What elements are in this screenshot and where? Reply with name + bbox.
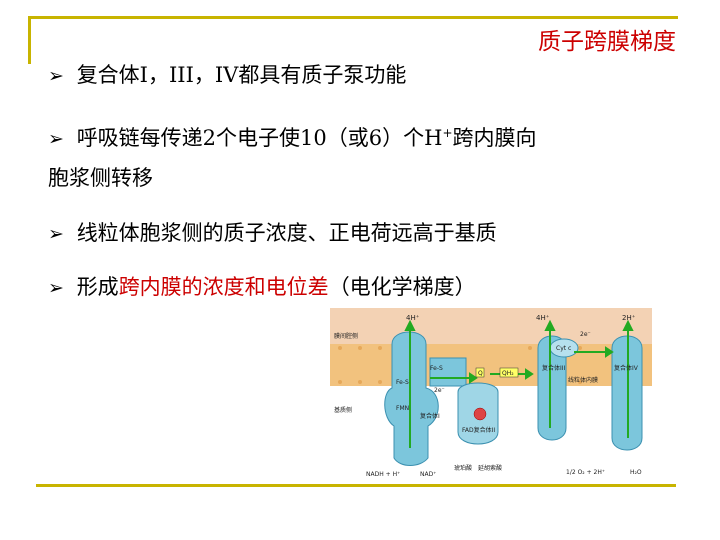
inner-membrane xyxy=(330,344,652,386)
fig-label-h2o: H₂O xyxy=(630,469,642,476)
fig-label-succ: 琥珀酸 xyxy=(454,464,472,472)
fig-label-q: Q xyxy=(478,370,483,377)
bullet-arrow-icon: ➢ xyxy=(48,277,64,299)
fig-label-h2: 2H⁺ xyxy=(622,314,636,322)
fig-label-cplx2: FAD复合体II xyxy=(462,426,495,434)
quinol-box xyxy=(499,367,519,378)
bullet-arrow-icon: ➢ xyxy=(48,223,64,245)
fig-label-cplx3: 复合体III xyxy=(542,364,566,372)
quinone-box xyxy=(475,367,485,378)
bullet-arrow-icon: ➢ xyxy=(48,128,64,150)
page-title: 质子跨膜梯度 xyxy=(538,29,676,55)
bullet-4: ➢ 形成跨内膜的浓度和电位差（电化学梯度） xyxy=(48,270,476,305)
fig-label-cplx4: 复合体IV xyxy=(614,364,639,372)
fig-label-o2: 1/2 O₂ + 2H⁺ xyxy=(566,469,605,476)
complex-1-arm xyxy=(429,357,467,387)
fig-label-nad: NAD⁺ xyxy=(420,471,436,478)
fig-label-side-m: 基质侧 xyxy=(334,406,352,414)
bullet-2-sup: + xyxy=(442,126,453,140)
bullet-1-text: 复合体I，III，IV都具有质子泵功能 xyxy=(76,63,407,87)
fig-label-nadh: NADH + H⁺ xyxy=(366,471,400,478)
bullet-2-text-post: 跨内膜向 xyxy=(452,126,537,150)
bullet-3-text: 线粒体胞浆侧的质子浓度、正电荷远高于基质 xyxy=(76,221,497,245)
fig-label-e2: 2e⁻ xyxy=(580,331,591,338)
fig-label-qh2: QH₂ xyxy=(502,370,514,377)
bullet-2-text-pre: 呼吸链每传递2个电子使10（或6）个H xyxy=(76,126,443,150)
fig-label-side-c: 膜间腔侧 xyxy=(334,332,358,340)
electron-transport-chain-figure: 4H⁺ 4H⁺ 2H⁺ Cyt c 膜间腔侧 基质侧 线粒体内膜 复合体III … xyxy=(330,308,652,480)
bullet-4-text-pre: 形成 xyxy=(76,275,119,299)
bullet-4-text-red: 跨内膜的浓度和电位差 xyxy=(118,275,329,299)
fad-circle xyxy=(473,407,487,421)
fig-label-e1: 2e⁻ xyxy=(434,387,445,394)
complex-3-shape xyxy=(537,335,567,441)
bullet-2-continuation: 胞浆侧转移 xyxy=(48,161,153,195)
fig-label-fum: 延胡索酸 xyxy=(478,464,502,472)
intermembrane-space xyxy=(330,308,652,344)
complex-1-shape xyxy=(384,331,439,466)
bullet-3: ➢ 线粒体胞浆侧的质子浓度、正电荷远高于基质 xyxy=(48,216,497,251)
frame-horizontal-bar xyxy=(28,16,678,19)
bullet-2-cont-text: 胞浆侧转移 xyxy=(48,166,153,190)
fig-label-fes: Fe-S xyxy=(396,379,409,386)
bullet-1: ➢ 复合体I，III，IV都具有质子泵功能 xyxy=(48,58,406,93)
bullet-arrow-icon: ➢ xyxy=(48,65,64,87)
fig-label-fes2: Fe-S xyxy=(430,365,443,372)
fig-label-fmn: FMN xyxy=(396,405,409,412)
fig-label-cytc: Cyt c xyxy=(556,345,571,352)
frame-vertical-bar xyxy=(28,16,31,64)
bullet-4-text-post: （电化学梯度） xyxy=(328,275,476,299)
fig-label-inner: 线粒体内膜 xyxy=(568,376,598,384)
footer-divider xyxy=(36,484,676,487)
fig-label-cplx1: 复合体I xyxy=(420,412,440,420)
flow-arrows xyxy=(404,319,634,448)
fig-label-h4-1: 4H⁺ xyxy=(406,314,420,322)
bullet-2: ➢ 呼吸链每传递2个电子使10（或6）个H+跨内膜向 xyxy=(48,116,537,156)
fig-label-h4-2: 4H⁺ xyxy=(536,314,550,322)
